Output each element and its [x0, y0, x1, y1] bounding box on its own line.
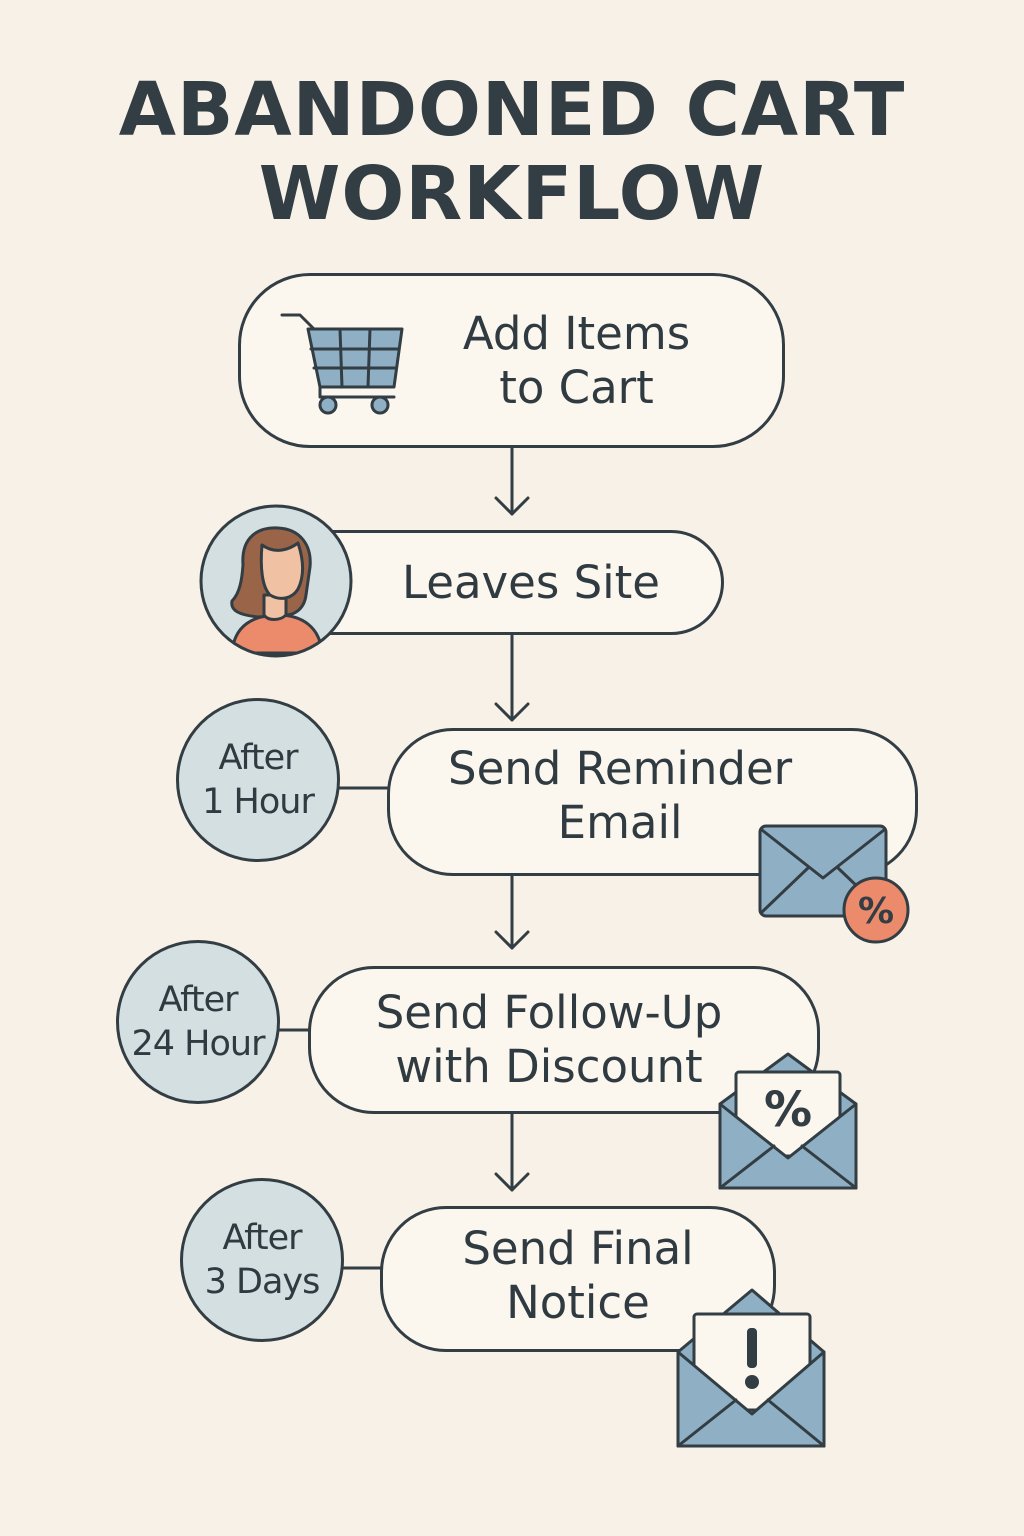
open-envelope-alert-icon — [676, 1288, 826, 1448]
title-line-1: ABANDONED CART — [118, 67, 906, 153]
envelope-percent-icon: % — [758, 824, 910, 944]
step-add-items-label: Add Items to Cart — [462, 306, 691, 414]
timing-badge-3-days-label: After 3 Days — [204, 1218, 321, 1302]
timing-badge-1-hour-label: After 1 Hour — [202, 738, 315, 822]
step-send-follow-up-label: Send Follow-Up with Discount — [375, 986, 723, 1093]
arrow-1 — [494, 446, 530, 516]
step-leaves-site-label: Leaves Site — [401, 555, 660, 609]
step-send-final-notice-label: Send Final Notice — [462, 1222, 694, 1329]
diagram-title: ABANDONED CART WORKFLOW — [0, 68, 1024, 236]
arrow-4 — [494, 1112, 530, 1192]
svg-text:%: % — [764, 1082, 812, 1138]
timing-badge-1-hour: After 1 Hour — [176, 698, 340, 862]
arrow-2 — [494, 633, 530, 722]
title-line-2: WORKFLOW — [258, 151, 766, 237]
svg-text:%: % — [858, 891, 894, 932]
timing-badge-24-hour-label: After 24 Hour — [131, 980, 266, 1064]
open-envelope-percent-icon: % — [718, 1052, 858, 1190]
woman-avatar-icon — [199, 504, 353, 658]
shopping-cart-icon — [280, 313, 404, 415]
arrow-3 — [494, 874, 530, 950]
timing-badge-24-hour: After 24 Hour — [116, 940, 280, 1104]
step-send-reminder-label: Send Reminder Email — [448, 742, 793, 849]
timing-badge-3-days: After 3 Days — [180, 1178, 344, 1342]
step-add-items-to-cart: Add Items to Cart — [238, 273, 785, 448]
step-leaves-site: Leaves Site — [278, 530, 724, 635]
